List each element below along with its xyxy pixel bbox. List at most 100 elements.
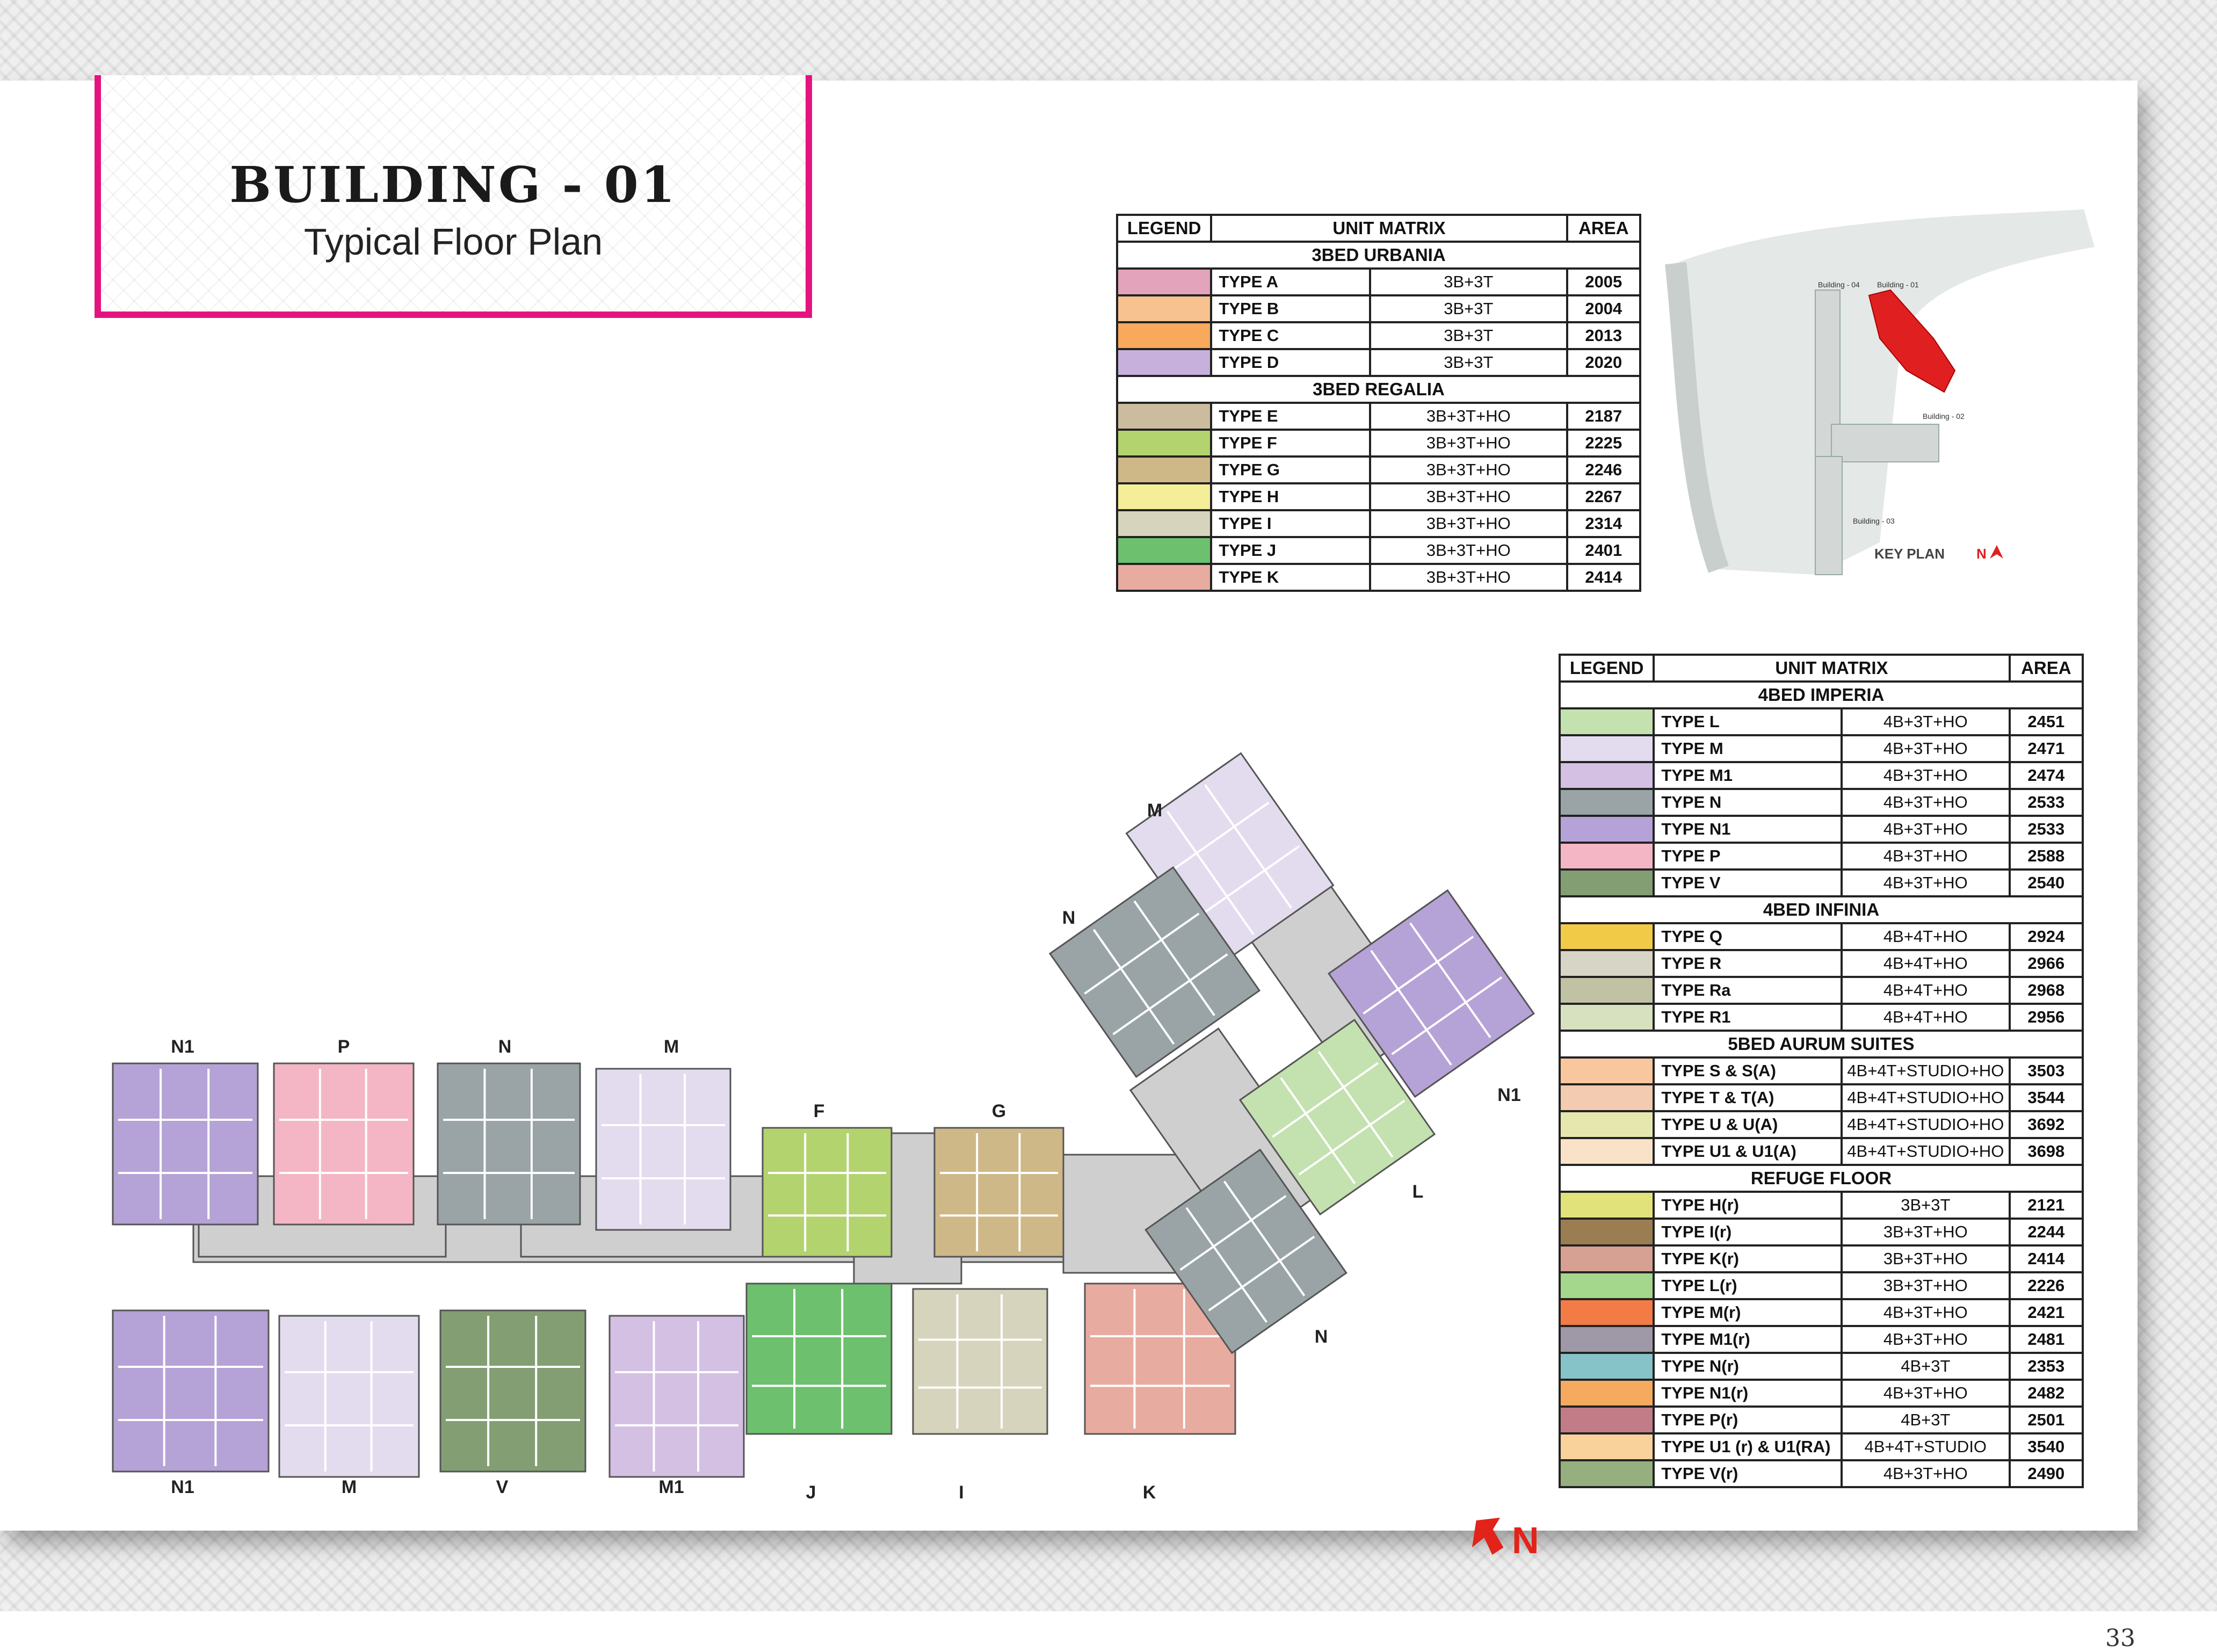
unit-config: 4B+3T+HO [1841,1459,2011,1488]
unit-area: 2956 [2008,1003,2084,1032]
unit-rooms [279,1069,408,1219]
unit-config: 3B+3T+HO [1841,1244,2011,1273]
legend-swatch [1558,1218,1655,1247]
unit-area: 2481 [2008,1325,2084,1354]
key-plan-site [1676,209,2095,575]
unit-config: 4B+3T [1841,1352,2011,1381]
unit-config: 3B+3T+HO [1369,536,1568,565]
floor-plan-unit [595,1068,731,1231]
unit-type: TYPE I [1210,509,1371,538]
legend-swatch [1558,1244,1655,1273]
unit-area: 3544 [2008,1083,2084,1112]
legend-swatch [1558,1325,1655,1354]
unit-type: TYPE V [1653,868,1843,897]
floor-plan-unit-label: N [1315,1327,1328,1347]
unit-type: TYPE Ra [1653,976,1843,1005]
unit-config: 4B+4T+HO [1841,1003,2011,1032]
unit-config: 3B+3T [1369,267,1568,296]
legend-swatch [1558,976,1655,1005]
unit-type: TYPE H [1210,482,1371,511]
floor-plan-unit-label: M1 [658,1477,684,1497]
unit-type: TYPE Q [1653,922,1843,951]
unit-rooms [118,1316,263,1466]
legend-swatch [1115,294,1213,323]
unit-area: 2533 [2008,815,2084,844]
legend-swatch [1558,1110,1655,1139]
floor-plan-unit-label: L [1412,1182,1424,1202]
floor-plan-unit [608,1315,745,1478]
unit-area: 2540 [2008,868,2084,897]
unit-type: TYPE N [1653,788,1843,817]
unit-config: 3B+3T+HO [1841,1271,2011,1300]
legend-swatch [1115,455,1213,484]
floor-plan-unit [1328,889,1535,1098]
key-plan-label-b3: Building - 03 [1853,517,1895,525]
unit-area: 2414 [2008,1244,2084,1273]
unit-area: 2004 [1566,294,1642,323]
unit-type: TYPE U1 (r) & U1(RA) [1653,1432,1843,1461]
unit-config: 3B+3T+HO [1369,563,1568,592]
key-plan-label-b4: Building - 04 [1818,280,1860,289]
unit-config: 3B+3T [1841,1191,2011,1220]
unit-config: 4B+4T+HO [1841,976,2011,1005]
unit-area: 2401 [1566,536,1642,565]
legend-swatch [1558,761,1655,790]
legend-swatch [1115,482,1213,511]
legend-swatch [1558,734,1655,763]
unit-area: 2013 [1566,321,1642,350]
unit-area: 2414 [1566,563,1642,592]
unit-area: 3698 [2008,1137,2084,1166]
unit-type: TYPE N(r) [1653,1352,1843,1381]
north-arrow-letter: N [1512,1519,1539,1561]
legend-section-title: 4BED IMPERIA [1559,680,2084,709]
legend-swatch [1558,1083,1655,1112]
unit-type: TYPE R [1653,949,1843,978]
page-subtitle: Typical Floor Plan [303,221,603,263]
page-number: 33 [2105,1625,2135,1652]
unit-config: 4B+3T+HO [1841,1298,2011,1327]
unit-config: 4B+4T+STUDIO+HO [1841,1110,2011,1139]
unit-type: TYPE U & U(A) [1653,1110,1843,1139]
unit-area: 2924 [2008,922,2084,951]
unit-type: TYPE V(r) [1653,1459,1843,1488]
unit-type: TYPE P(r) [1653,1405,1843,1434]
unit-config: 3B+3T+HO [1369,509,1568,538]
unit-rooms [602,1074,725,1224]
unit-rooms [1162,784,1300,936]
unit-matrix-header: UNIT MATRIX [1210,214,1568,243]
key-plan-road [1665,262,1729,573]
legend-section-title: 5BED AURUM SUITES [1559,1030,2084,1059]
floor-plan-unit [1238,1018,1436,1216]
floor-plan-unit-label: N1 [171,1037,194,1057]
unit-type: TYPE B [1210,294,1371,323]
unit-config: 4B+3T+HO [1841,868,2011,897]
floor-plan-unit [112,1062,259,1226]
floor-plan-unit-label: F [814,1101,825,1121]
legend-swatch [1558,1352,1655,1381]
legend-swatch [1558,868,1655,897]
unit-type: TYPE M1 [1653,761,1843,790]
unit-area: 2267 [1566,482,1642,511]
floor-plan-unit [439,1309,586,1473]
